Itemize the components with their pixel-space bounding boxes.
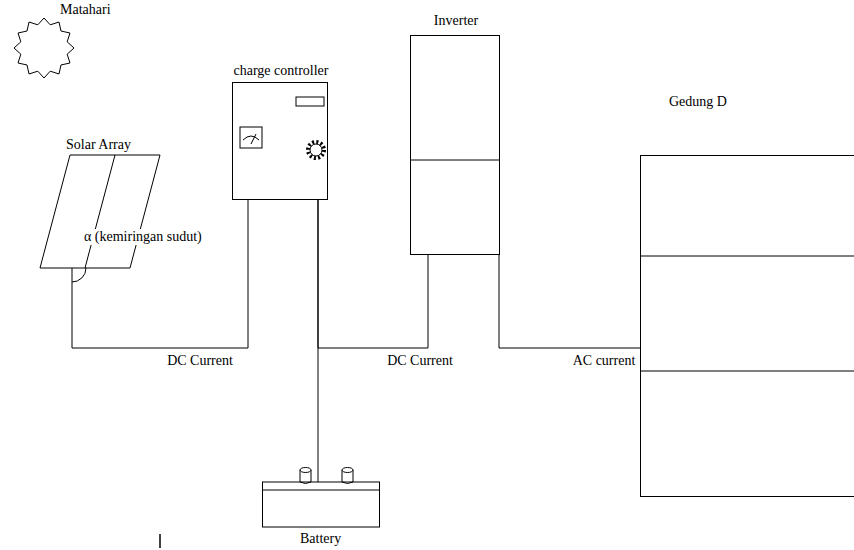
sun-symbol-outline — [12, 12, 76, 80]
panel-frame — [40, 155, 160, 268]
wire — [499, 255, 640, 348]
solar-array-outline — [40, 155, 160, 270]
building: Gedung D — [640, 155, 854, 497]
display-slot — [296, 97, 324, 106]
wire-label: DC Current — [385, 353, 455, 369]
node-heading: Gedung D — [669, 94, 727, 110]
inverter: Inverter — [410, 35, 500, 255]
meter-face — [240, 127, 262, 148]
node-heading: Battery — [300, 531, 341, 547]
wire — [318, 200, 428, 348]
panel-divider — [85, 155, 115, 268]
angle-label: α (kemiringan sudut) — [82, 229, 204, 245]
angle-arc — [72, 268, 86, 282]
node-heading: Inverter — [434, 13, 478, 29]
battery-lid — [263, 490, 380, 491]
battery-body — [263, 482, 380, 527]
solar-array: Solar Array — [40, 155, 160, 270]
terminal-base — [300, 482, 311, 484]
knob — [310, 144, 322, 156]
meter-needle — [251, 134, 256, 144]
sun-star — [14, 18, 74, 78]
floor-line — [640, 371, 854, 372]
meter-scale — [243, 136, 259, 140]
terminal-top — [300, 468, 311, 473]
sun-symbol: Matahari — [12, 12, 76, 80]
floor-line — [640, 256, 854, 257]
terminal-top — [342, 468, 353, 473]
knob-teeth — [308, 142, 324, 158]
wire-label: AC current — [571, 353, 638, 369]
terminal-base — [342, 482, 353, 484]
inverter-divider — [410, 160, 500, 161]
wire-label: DC Current — [165, 353, 235, 369]
node-heading: charge controller — [234, 63, 329, 79]
battery: Battery — [262, 465, 380, 528]
node-heading: Solar Array — [66, 137, 131, 153]
battery-outline — [262, 465, 380, 528]
charge-controller: charge controller — [232, 82, 328, 200]
node-heading: Matahari — [60, 2, 111, 18]
cursor-mark — [159, 534, 161, 548]
wire — [72, 200, 248, 348]
